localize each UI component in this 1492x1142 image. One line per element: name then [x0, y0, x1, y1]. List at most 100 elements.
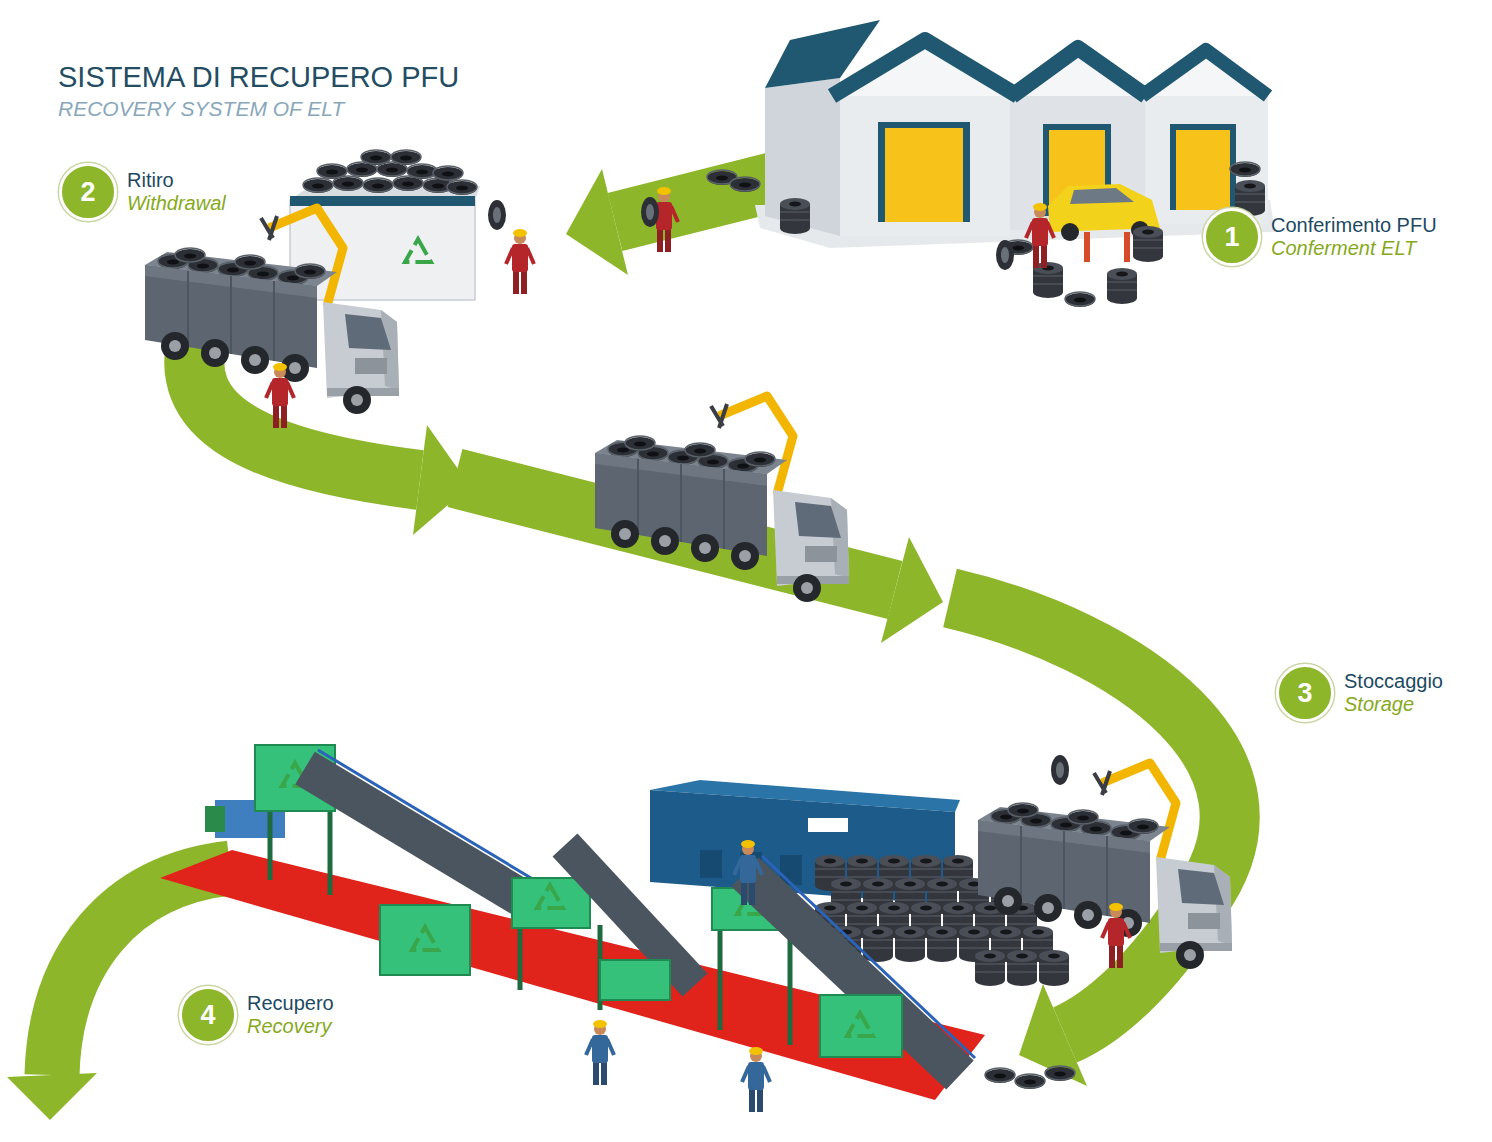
storage-site-part: [1007, 950, 1037, 986]
recovery-plant-part: [820, 995, 902, 1057]
recovery-plant-part: [1015, 1074, 1045, 1089]
recovery-plant-part: [305, 768, 545, 912]
recovery-plant-part: [268, 812, 273, 880]
tyre-shop-part: [840, 90, 1010, 236]
storage-site-part: [700, 850, 722, 878]
recovery-plant-part: [318, 750, 556, 893]
tyre-shop-part: [1070, 188, 1134, 204]
step-name: Stoccaggio: [1344, 670, 1443, 693]
storage-site-part: [978, 763, 1232, 969]
tyre-shop-part: [641, 197, 659, 227]
collection-bin-part: [363, 178, 393, 193]
recovery-plant-part: [742, 1047, 770, 1112]
tyre-shop-part: [1107, 268, 1137, 304]
tyre-shop-part: [1084, 232, 1090, 262]
tyre-shop-part: [1145, 90, 1268, 224]
step-marker: 3 StoccaggioStorage: [1276, 664, 1447, 722]
collection-bin-part: [447, 180, 477, 195]
recovery-plant-part: [1045, 1066, 1075, 1081]
storage-site-part: [975, 950, 1005, 986]
tyre-shop-part: [1026, 203, 1054, 268]
step-circle: 3: [1276, 664, 1334, 722]
recovery-plant-part: [537, 885, 563, 908]
collection-bin-part: [488, 200, 506, 230]
step-label: StoccaggioStorage: [1344, 670, 1443, 716]
step-label: RecuperoRecovery: [247, 992, 334, 1038]
tyre-shop: [641, 20, 1275, 307]
tyre-shop-part: [1065, 292, 1095, 307]
step-number: 2: [80, 179, 95, 206]
collection-bin-part: [433, 166, 463, 181]
step-translation: Conferment ELT: [1271, 237, 1437, 260]
recovery-plant-part: [586, 1020, 614, 1085]
flow-ribbon-part: [566, 169, 628, 275]
flow-ribbon-part: [881, 537, 943, 643]
tyre-shop-part: [1142, 50, 1268, 96]
collection-bin-part: [506, 229, 534, 294]
trucks-part: [266, 363, 294, 428]
flow-ribbon-part: [52, 868, 230, 1075]
tyre-shop-part: [780, 198, 810, 234]
collection-bin-part: [361, 150, 391, 165]
storage-site-part: [1051, 755, 1069, 785]
trucks: [145, 208, 849, 602]
trucks-part: [595, 396, 849, 602]
step-translation: Withdrawal: [127, 192, 226, 215]
tyre-shop-part: [1176, 130, 1230, 210]
step-label: Conferimento PFUConferment ELT: [1271, 214, 1437, 260]
collection-bin-part: [407, 164, 437, 179]
step-name: Recupero: [247, 992, 334, 1015]
step-translation: Recovery: [247, 1015, 334, 1038]
step-circle: 4: [179, 986, 237, 1044]
recovery-plant-part: [328, 812, 333, 895]
step-circle: 1: [1203, 208, 1261, 266]
step-marker: 2 RitiroWithdrawal: [59, 163, 230, 221]
step-name: Ritiro: [127, 169, 226, 192]
storage-site: [650, 755, 1232, 986]
tyre-shop-part: [1061, 223, 1079, 241]
tyre-shop-part: [1124, 232, 1130, 262]
collection-bin-part: [405, 239, 431, 262]
flow-ribbon-part: [1019, 984, 1087, 1086]
recovery-plant-part: [734, 840, 762, 905]
diagram-title: SISTEMA DI RECUPERO PFU: [58, 60, 459, 94]
tyre-shop-part: [878, 122, 970, 222]
collection-bin-part: [303, 178, 333, 193]
recovery-plant-part: [160, 850, 985, 1100]
step-label: RitiroWithdrawal: [127, 169, 226, 215]
step-translation: Storage: [1344, 693, 1443, 716]
tyre-shop-part: [1133, 226, 1163, 262]
recovery-plant-part: [600, 960, 670, 1000]
recovery-plant-part: [985, 1068, 1015, 1083]
recovery-plant-part: [718, 925, 723, 1030]
recovery-plant-part: [512, 878, 590, 928]
tyre-shop-part: [1170, 124, 1236, 210]
step-number: 4: [200, 1002, 215, 1029]
tyre-shop-part: [765, 78, 840, 236]
storage-site-part: [1039, 950, 1069, 986]
storage-site-part: [927, 926, 957, 962]
tyre-shop-part: [832, 40, 1018, 96]
recovery-plant-part: [205, 806, 225, 832]
tyre-shop-part: [1230, 162, 1260, 177]
step-number: 1: [1224, 224, 1239, 251]
storage-site-part: [780, 855, 802, 885]
recovery-plant-part: [847, 1013, 873, 1036]
storage-site-part: [1102, 903, 1130, 968]
step-circle: 2: [59, 163, 117, 221]
storage-site-part: [808, 818, 848, 832]
recovery-plant-part: [412, 927, 438, 950]
recovery-plant-part: [518, 925, 523, 990]
tyre-shop-part: [1012, 48, 1146, 96]
step-marker: 1 Conferimento PFUConferment ELT: [1203, 208, 1441, 266]
recovery-plant-part: [745, 872, 960, 1075]
step-marker: 4 RecuperoRecovery: [179, 986, 338, 1044]
step-number: 3: [1297, 680, 1312, 707]
subtitle: RECOVERY SYSTEM OF ELT: [58, 96, 344, 122]
recovery-plant: [160, 745, 1075, 1112]
flow-ribbon-part: [7, 1073, 97, 1120]
collection-bin-part: [317, 164, 347, 179]
collection-bin-part: [391, 150, 421, 165]
